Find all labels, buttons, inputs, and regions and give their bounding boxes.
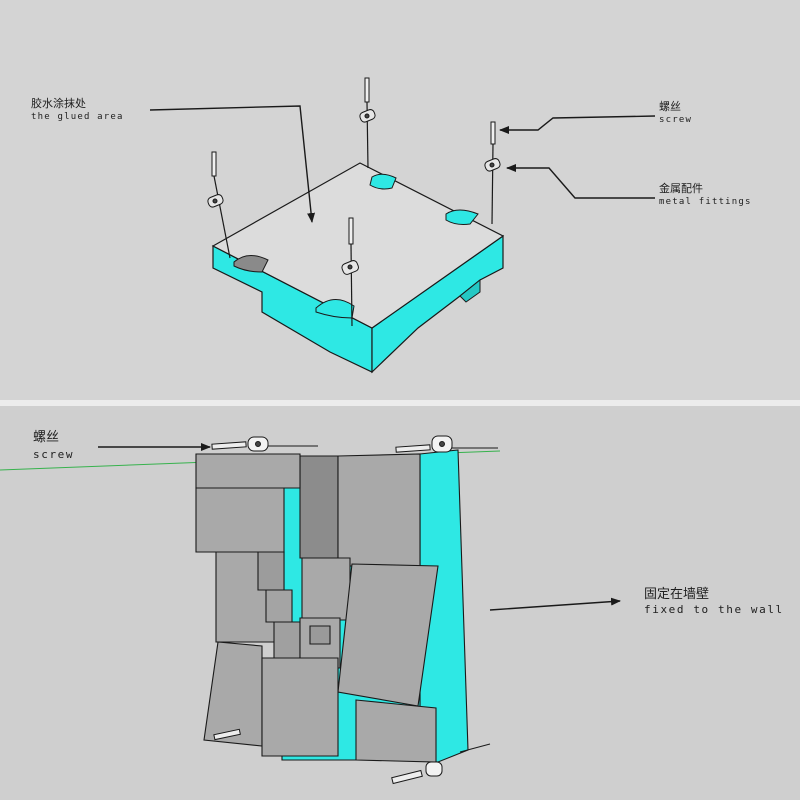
- wall-screw-bottom-left-icon: [213, 728, 241, 741]
- screw-label-zh: 螺丝: [659, 100, 681, 113]
- wall-screw-label-en: screw: [33, 448, 75, 461]
- mounting-panel-top-view: [211, 162, 505, 374]
- tile-center-inner: [309, 625, 331, 645]
- fittings-leader: [506, 164, 655, 199]
- mounted-panel-front-view: [195, 449, 469, 763]
- glued-area-label-en: the glued area: [31, 112, 124, 122]
- tile-left-large: [195, 487, 285, 553]
- tile-center-small: [273, 621, 301, 659]
- fitting-left-icon: [207, 194, 224, 208]
- fixed-to-wall-label-zh: 固定在墙壁: [644, 587, 710, 602]
- metal-fittings-label-zh: 金属配件: [659, 182, 703, 195]
- screw-back-icon: [364, 77, 370, 169]
- tile-small-2: [265, 589, 293, 623]
- tile-bottom-center: [261, 657, 339, 757]
- screw-label-en: screw: [659, 115, 693, 125]
- fixed-to-wall-leader: [489, 597, 621, 611]
- glued-area-leader: [149, 105, 316, 223]
- wall-screw-left-icon: [211, 436, 318, 452]
- screw-leader: [499, 115, 656, 134]
- tile-small-1: [257, 551, 285, 591]
- wall-screw-right-icon: [395, 435, 498, 453]
- panel-notch-right: [445, 209, 479, 225]
- panel-notch-left: [233, 255, 269, 273]
- wall-screw-label-zh: 螺丝: [33, 430, 60, 445]
- panel-top-face: [211, 162, 505, 329]
- tile-slot-dark: [299, 455, 339, 559]
- screw-center-icon: [348, 217, 354, 327]
- panel-divider: [0, 400, 800, 406]
- metal-fittings-label-en: metal fittings: [659, 197, 752, 207]
- panel-notch-back: [369, 173, 397, 190]
- fitting-back-icon: [359, 109, 376, 123]
- wall-screw-bottom-right-icon: [391, 743, 491, 785]
- panel-right-step: [459, 278, 481, 303]
- fixed-to-wall-label-en: fixed to the wall: [644, 603, 784, 616]
- tile-center-upper: [301, 557, 351, 621]
- glued-area-label-zh: 胶水涂抹处: [31, 97, 86, 110]
- fitting-center-icon: [341, 260, 359, 275]
- bottom-leader-lines: [98, 443, 621, 611]
- tile-bottom-right: [355, 699, 437, 763]
- top-screws: [207, 77, 501, 327]
- bottom-screws: [211, 435, 498, 785]
- top-leader-lines: [149, 105, 656, 223]
- tile-top-left: [195, 453, 301, 489]
- tile-top-right: [337, 453, 421, 567]
- screw-left-icon: [211, 151, 231, 259]
- fitting-right-icon: [484, 158, 501, 172]
- screw-right-icon: [490, 121, 496, 225]
